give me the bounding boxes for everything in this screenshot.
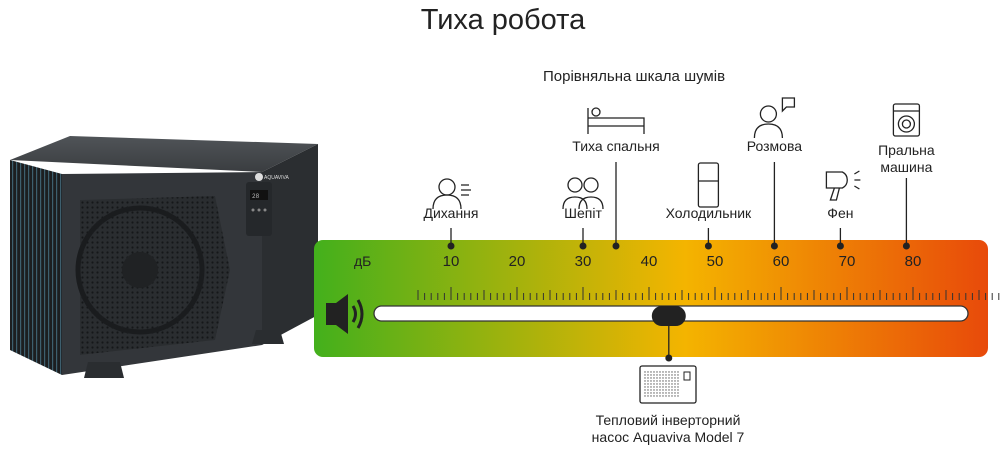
reference-label: Дихання — [423, 205, 479, 221]
reference-marker — [753, 97, 796, 250]
tick-label: 60 — [773, 253, 790, 270]
reference-marker — [562, 177, 604, 250]
reference-label: Холодильник — [665, 205, 752, 221]
heat-pump-icon — [639, 365, 697, 404]
pump-marker — [651, 306, 686, 362]
reference-marker — [432, 178, 471, 250]
tick-label: 40 — [641, 253, 658, 270]
tick-label: 80 — [905, 253, 922, 270]
tick-label: 10 — [443, 253, 460, 270]
tick-label: 70 — [839, 253, 856, 270]
fridge-icon — [697, 162, 720, 208]
pump-caption: Тепловий інверторний насос Aquaviva Mode… — [592, 412, 745, 446]
reference-label: Розмова — [746, 138, 803, 154]
hair-dryer-icon — [825, 170, 861, 201]
reference-label: Тиха спальня — [572, 138, 660, 154]
speaker-icon — [326, 294, 364, 334]
whispering-people-icon — [562, 177, 604, 210]
bed-icon — [587, 107, 645, 134]
talking-person-icon — [753, 97, 796, 139]
page-title: Тиха робота — [420, 4, 586, 36]
svg-text:28: 28 — [252, 193, 260, 200]
tick-group: 10 20 30 40 50 60 70 80 — [417, 253, 1000, 300]
pump-caption-line2: насос Aquaviva Model 7 — [591, 429, 745, 445]
tick-label: 50 — [707, 253, 724, 270]
tick-label: 30 — [575, 253, 592, 270]
reference-marker — [892, 103, 921, 250]
reference-marker — [587, 107, 645, 250]
reference-label: Шепіт — [564, 205, 602, 221]
heat-pump-illustration: AQUAVIVA 28 — [10, 136, 318, 378]
unit-label: дБ — [354, 253, 371, 269]
product-brand: AQUAVIVA — [264, 175, 289, 181]
pump-caption-line1: Тепловий інверторний — [595, 412, 741, 428]
scale-band — [314, 240, 988, 357]
reference-marker — [825, 170, 861, 250]
scale-title: Порівняльна шкала шумів — [543, 68, 726, 85]
breathing-person-icon — [432, 178, 471, 210]
reference-label: Пральна машина — [878, 142, 935, 175]
tick-label: 20 — [509, 253, 526, 270]
washing-machine-icon — [892, 103, 921, 137]
reference-label: Фен — [827, 205, 854, 221]
reference-marker — [697, 162, 720, 250]
